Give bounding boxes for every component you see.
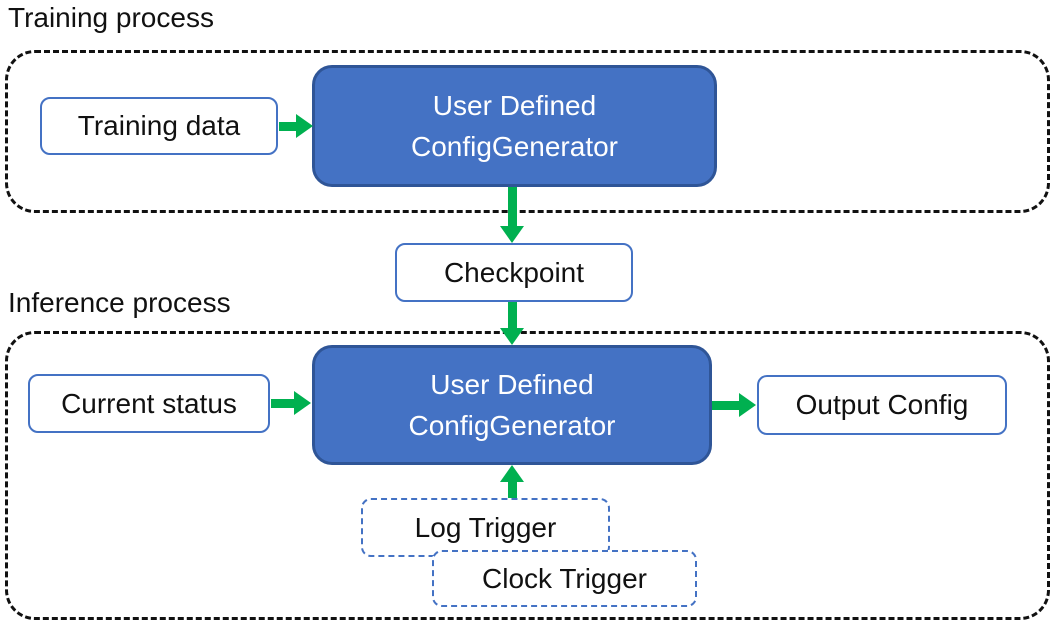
inference-generator-label-line2: ConfigGenerator xyxy=(408,410,616,441)
arrow-head-down-icon xyxy=(500,328,524,345)
inference-process-title: Inference process xyxy=(8,287,231,318)
arrow-shaft xyxy=(271,399,295,408)
training-data-label: Training data xyxy=(77,110,241,141)
checkpoint-label: Checkpoint xyxy=(443,256,585,288)
inference-generator-label-line1: User Defined xyxy=(430,369,594,400)
arrow-head-right-icon xyxy=(739,393,756,417)
arrow-head-right-icon xyxy=(294,391,311,415)
arrow-head-down-icon xyxy=(500,226,524,243)
inference-process-container xyxy=(5,331,1050,620)
training-generator-label-line2: ConfigGenerator xyxy=(410,131,618,162)
arrow-shaft xyxy=(712,401,740,410)
current-status-label: Current status xyxy=(61,387,237,419)
current-status-box: Current status xyxy=(28,374,270,433)
output-config-box: Output Config xyxy=(757,375,1007,435)
training-process-title: Training process xyxy=(8,2,214,33)
training-generator-label-line1: User Defined xyxy=(432,90,597,121)
arrow-shaft xyxy=(508,302,517,329)
arrow-head-up-icon xyxy=(500,465,524,482)
clock-trigger-box: Clock Trigger xyxy=(432,550,697,607)
clock-trigger-label: Clock Trigger xyxy=(482,562,647,594)
log-trigger-label: Log Trigger xyxy=(414,511,557,543)
training-data-box: Training data xyxy=(40,97,278,155)
output-config-label: Output Config xyxy=(795,389,969,420)
arrow-head-right-icon xyxy=(296,114,313,138)
arrow-shaft xyxy=(508,481,517,498)
inference-config-generator-box: User Defined ConfigGenerator xyxy=(312,345,712,465)
arrow-shaft xyxy=(508,187,517,227)
arrow-shaft xyxy=(279,122,297,131)
checkpoint-box: Checkpoint xyxy=(395,243,633,302)
training-process-container xyxy=(5,50,1050,213)
log-trigger-box: Log Trigger xyxy=(361,498,610,557)
training-config-generator-box: User Defined ConfigGenerator xyxy=(312,65,717,187)
